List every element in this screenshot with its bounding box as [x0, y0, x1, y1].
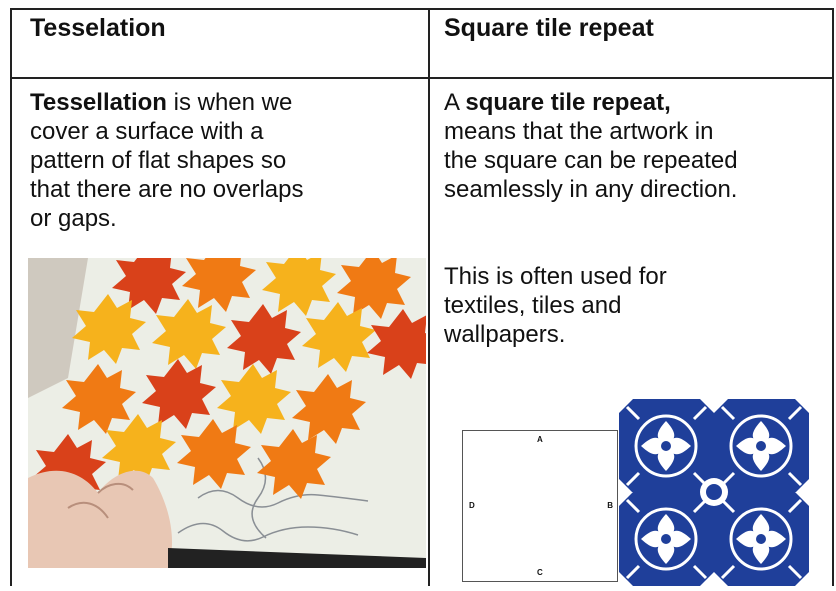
p2-line-3: wallpapers.: [444, 321, 566, 348]
definition-line-1: is when we: [166, 89, 293, 116]
p1-prefix: A: [444, 89, 466, 116]
tessellation-term: Tessellation: [30, 89, 167, 116]
definition-line-4: that there are no overlaps: [30, 176, 304, 203]
p1-line-3: the square can be repeated: [444, 147, 738, 174]
definition-line-5: or gaps.: [30, 205, 117, 232]
header-tesselation: Tesselation: [30, 14, 166, 42]
repeat-pattern-image: [617, 397, 811, 588]
tile-edge-diagram: A B C D: [462, 430, 618, 582]
edge-label-bottom: C: [537, 568, 543, 577]
tessellation-photo: [28, 258, 426, 568]
edge-label-right: B: [607, 501, 613, 510]
square-tile-term: square tile repeat,: [465, 89, 671, 116]
edge-label-left: D: [469, 501, 475, 510]
table-border-top: [10, 8, 834, 10]
definition-line-3: pattern of flat shapes so: [30, 147, 287, 174]
definition-line-2: cover a surface with a: [30, 118, 264, 145]
usage-paragraph: This is often used for textiles, tiles a…: [444, 262, 667, 349]
square-tile-definition: A square tile repeat, means that the art…: [444, 88, 738, 204]
table-border-left: [10, 8, 12, 586]
tessellation-definition: Tessellation is when we cover a surface …: [30, 88, 304, 233]
p2-line-2: textiles, tiles and: [444, 292, 622, 319]
p1-line-2: means that the artwork in: [444, 118, 714, 145]
p2-line-1: This is often used for: [444, 263, 667, 290]
p1-line-4: seamlessly in any direction.: [444, 176, 738, 203]
table-column-divider: [428, 8, 430, 586]
table-header-divider: [10, 77, 834, 79]
hand-image: [28, 470, 426, 568]
table-border-right: [832, 8, 834, 586]
header-square-tile-repeat: Square tile repeat: [444, 14, 654, 42]
edge-label-top: A: [537, 435, 543, 444]
